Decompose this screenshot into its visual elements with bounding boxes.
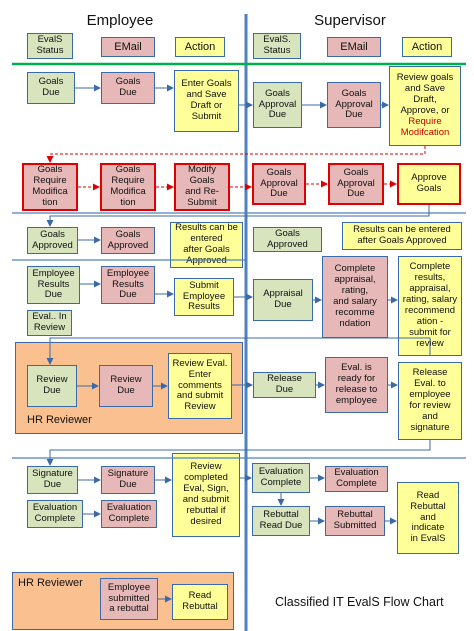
goals-approval-due-email-2: Goals Approval Due [328, 163, 384, 205]
results-after-approval-note-sup: Results can be entered after Goals Appro… [342, 222, 462, 250]
submit-employee-results-action: Submit Employee Results [174, 278, 234, 316]
results-after-approval-note: Results can be entered after Goals Appro… [170, 222, 243, 268]
signature-due-email: Signature Due [101, 466, 155, 494]
legend-sup-status: EvalS. Status [253, 33, 301, 59]
release-eval-action: Release Eval. to employee for review and… [398, 362, 462, 440]
goals-approved-status-sup: Goals Approved [253, 227, 322, 252]
goals-approved-email: Goals Approved [101, 227, 155, 254]
goals-due-status: Goals Due [27, 72, 75, 104]
review-goals-action: Review goals and Save Draft, Approve, or… [389, 66, 461, 146]
read-rebuttal-sup-action: Read Rebuttal and indicate in EvalS [397, 482, 459, 554]
goals-require-mod-email: Goals Require Modifica tion [100, 163, 156, 211]
legend-emp-email: EMail [101, 37, 155, 57]
approve-goals-action: Approve Goals [397, 163, 461, 205]
signature-due-status: Signature Due [27, 466, 78, 494]
employee-results-due-email: Employee Results Due [101, 266, 155, 304]
enter-goals-action: Enter Goals and Save Draft or Submit [174, 70, 239, 132]
goals-require-mod-status: Goals Require Modifica tion [22, 163, 78, 211]
require-modification-text: Require Modifcation [400, 115, 450, 138]
eval-in-review-status: Eval.. In Review [27, 310, 72, 336]
appraisal-due-status: Appraisal Due [253, 279, 313, 321]
review-goals-text: Review goals and Save Draft, Approve, or [396, 72, 454, 116]
review-due-status: Review Due [27, 365, 77, 407]
read-rebuttal-action: Read Rebuttal [172, 584, 228, 620]
complete-appraisal-email: Complete appraisal, rating, and salary r… [322, 256, 388, 338]
release-due-status: Release Due [253, 372, 316, 398]
hr-reviewer-title-2: HR Reviewer [18, 577, 83, 589]
legend-sup-email: EMail [327, 37, 381, 57]
arrow [46, 440, 431, 466]
complete-results-action: Complete results, appraisal, rating, sal… [398, 256, 462, 356]
legend-sup-action: Action [402, 37, 452, 57]
evaluation-complete-email-sup: Evaluation Complete [325, 466, 388, 492]
evaluation-complete-status: Evaluation Complete [27, 500, 83, 528]
ready-for-release-email: Eval. is ready for release to employee [325, 357, 388, 413]
rebuttal-read-due-status: Rebuttal Read Due [252, 506, 310, 536]
goals-approved-status: Goals Approved [27, 227, 78, 254]
hr-reviewer-title-1: HR Reviewer [27, 414, 92, 426]
legend-emp-status: EvalS Status [27, 33, 73, 59]
arrow [46, 146, 426, 163]
supervisor-header: Supervisor [314, 12, 386, 29]
goals-approval-due-status-2: Goals Approval Due [252, 163, 306, 205]
employee-submitted-rebuttal-email: Employee submitted a rebuttal [100, 578, 158, 620]
employee-results-due-status: Employee Results Due [27, 266, 80, 304]
legend-emp-action: Action [175, 37, 225, 57]
evaluation-complete-email: Evaluation Complete [101, 500, 157, 528]
review-completed-action: Review completed Eval, Sign, and submit … [172, 453, 240, 537]
goals-approval-due-email: Goals Approval Due [327, 82, 381, 128]
modify-goals-action: Modify Goals and Re- Submit [174, 163, 230, 211]
goals-approval-due-status: Goals Approval Due [253, 82, 302, 128]
review-eval-action: Review Eval. Enter comments and submit R… [168, 353, 232, 419]
rebuttal-submitted-email: Rebuttal Submitted [325, 506, 385, 536]
chart-title: Classified IT EvalS Flow Chart [275, 595, 444, 609]
goals-due-email: Goals Due [101, 72, 155, 104]
employee-header: Employee [86, 12, 154, 29]
review-due-email: Review Due [99, 365, 153, 407]
evaluation-complete-status-sup: Evaluation Complete [252, 463, 310, 493]
